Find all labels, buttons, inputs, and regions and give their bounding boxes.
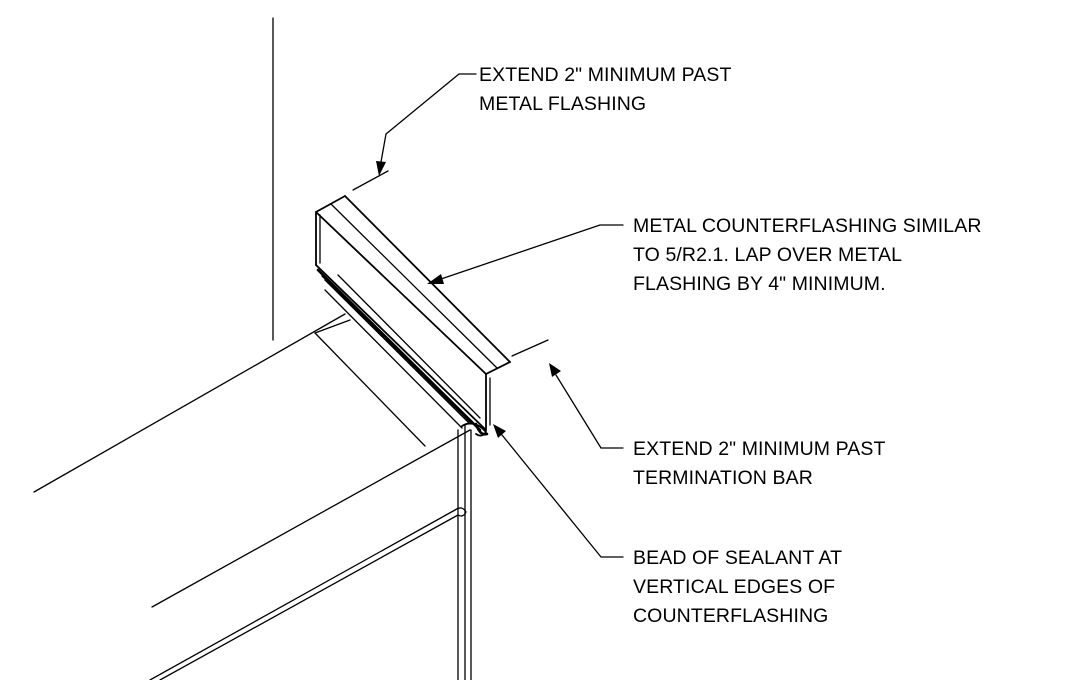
note-line: VERTICAL EDGES OF	[633, 576, 835, 598]
note-line: COUNTERFLASHING	[633, 605, 828, 627]
leader-bead-of-sealant	[493, 424, 624, 558]
note-metal-counterflashing: METAL COUNTERFLASHING SIMILAR TO 5/R2.1.…	[633, 215, 982, 295]
note-line: METAL COUNTERFLASHING SIMILAR	[633, 215, 982, 237]
sealant-bead	[474, 422, 489, 436]
extension-tick-top	[352, 170, 389, 191]
note-line: FLASHING BY 4" MINIMUM.	[633, 273, 886, 295]
extension-tick-right	[511, 339, 549, 357]
leader-extend-past-metal-flashing	[376, 73, 477, 176]
note-line: EXTEND 2" MINIMUM PAST	[633, 438, 886, 460]
metal-counterflashing	[315, 195, 511, 432]
note-extend-past-termination-bar: EXTEND 2" MINIMUM PAST TERMINATION BAR	[633, 438, 886, 489]
note-line: METAL FLASHING	[479, 93, 646, 115]
note-line: EXTEND 2" MINIMUM PAST	[479, 64, 732, 86]
note-line: TERMINATION BAR	[633, 467, 813, 489]
curb-body	[33, 313, 472, 680]
note-line: BEAD OF SEALANT AT	[633, 547, 842, 569]
note-line: TO 5/R2.1. LAP OVER METAL	[633, 244, 902, 266]
note-extend-past-metal-flashing: EXTEND 2" MINIMUM PAST METAL FLASHING	[479, 64, 732, 115]
leader-extend-past-termination-bar	[549, 363, 624, 449]
leader-metal-counterflashing	[427, 224, 624, 284]
termination-bar	[324, 274, 487, 437]
note-bead-of-sealant: BEAD OF SEALANT AT VERTICAL EDGES OF COU…	[633, 547, 842, 627]
